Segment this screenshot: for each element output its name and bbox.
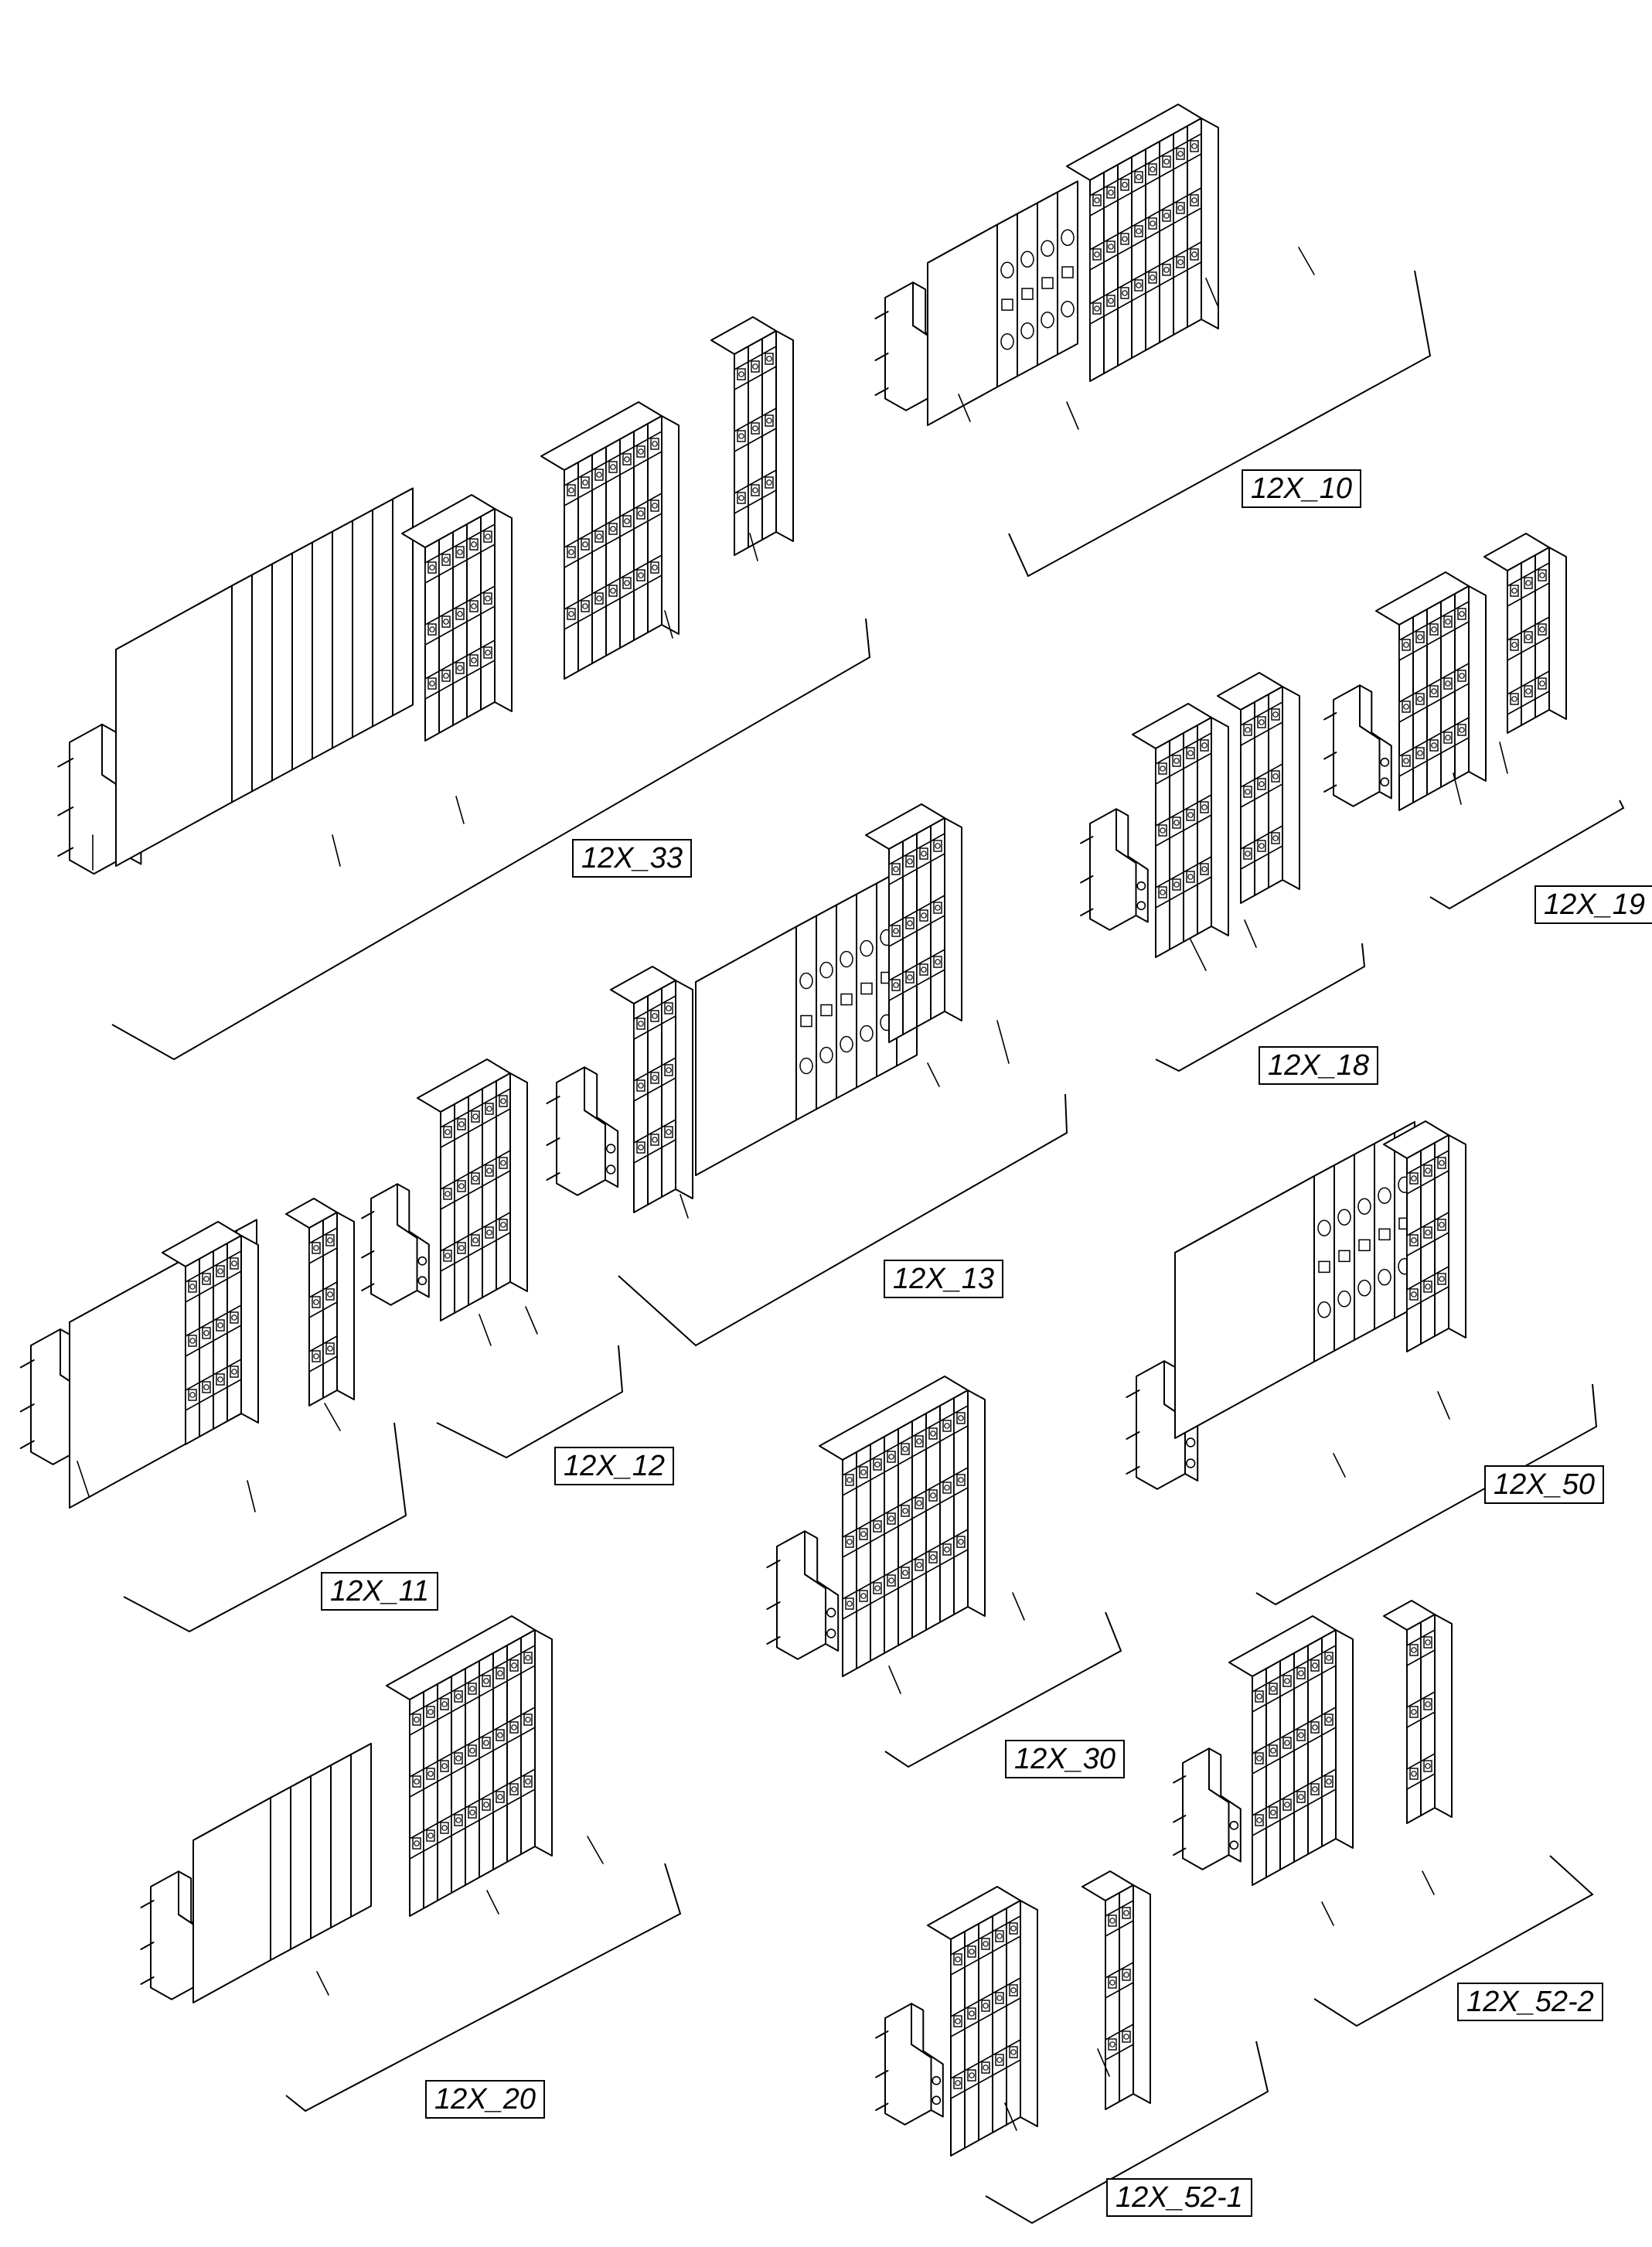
bracket-12x-12 [436, 1345, 624, 1459]
terminal-strip-12x-10-a [1066, 104, 1219, 382]
terminal-strip-12x-52-2-a [1228, 1615, 1354, 1886]
label-12x-33: 12X_33 [572, 839, 693, 878]
terminal-strip-12x-13-b [865, 803, 962, 1043]
part-leaders [77, 247, 1508, 2131]
terminal-strip-12x-19-a [1375, 571, 1487, 811]
bracket-12x-52-1 [985, 2041, 1269, 2225]
module-12x-13 [695, 861, 918, 1176]
terminal-strip-12x-18-b [1217, 672, 1300, 904]
bracket-12x-33 [111, 618, 871, 1061]
end-bracket-12x-19 [1323, 684, 1392, 807]
terminal-strip-12x-33-a [401, 494, 513, 742]
label-12x-30: 12X_30 [1005, 1740, 1126, 1778]
terminal-strip-12x-33-c [710, 316, 794, 556]
bracket-12x-11 [123, 1422, 407, 1633]
terminal-strip-12x-19-b [1483, 533, 1567, 734]
terminal-strip-12x-30-a [819, 1376, 986, 1677]
end-bracket-12x-13 [546, 1066, 619, 1196]
terminal-strip-12x-50-a [1383, 1120, 1466, 1352]
label-12x-18: 12X_18 [1259, 1046, 1379, 1085]
terminal-strip-12x-52-1-a [927, 1886, 1038, 2157]
bracket-12x-20 [285, 1863, 682, 2112]
terminal-strip-12x-18-a [1132, 703, 1229, 958]
terminal-strip-12x-20-a [386, 1615, 553, 1917]
end-bracket-12x-12 [361, 1183, 430, 1306]
module-12x-10 [927, 180, 1078, 426]
label-12x-50: 12X_50 [1484, 1465, 1605, 1504]
terminal-strip-12x-11-b [285, 1198, 355, 1407]
bracket-12x-30 [884, 1611, 1122, 1768]
terminal-strip-12x-11-a [162, 1221, 259, 1445]
label-12x-52-1: 12X_52-1 [1106, 2178, 1252, 2217]
bracket-12x-52-2 [1313, 1855, 1594, 2027]
label-12x-12: 12X_12 [554, 1447, 675, 1485]
end-bracket-12x-18 [1080, 808, 1149, 931]
terminal-strip-12x-52-2-b [1383, 1600, 1453, 1824]
label-12x-10: 12X_10 [1242, 469, 1362, 508]
terminal-strip-12x-52-1-b [1081, 1870, 1151, 2110]
terminal-strip-12x-13-a [610, 966, 693, 1213]
label-12x-19: 12X_19 [1534, 885, 1652, 924]
bracket-12x-19 [1429, 800, 1625, 910]
end-bracket-12x-52-1 [875, 2003, 944, 2126]
terminal-strip-12x-12-a [417, 1059, 528, 1321]
module-12x-20 [192, 1743, 372, 2003]
module-12x-33 [115, 487, 414, 867]
end-bracket-12x-52-2 [1173, 1747, 1242, 1870]
terminal-strip-12x-33-b [540, 401, 680, 680]
label-12x-11: 12X_11 [321, 1572, 439, 1611]
bracket-12x-18 [1155, 943, 1366, 1072]
bracket-12x-10 [1008, 270, 1432, 578]
module-12x-50 [1174, 1121, 1415, 1439]
bracket-12x-50 [1255, 1383, 1598, 1606]
label-12x-20: 12X_20 [425, 2080, 546, 2119]
label-12x-13: 12X_13 [884, 1260, 1004, 1298]
label-12x-52-2: 12X_52-2 [1457, 1983, 1603, 2021]
bracket-12x-13 [618, 1093, 1068, 1347]
end-bracket-12x-30 [766, 1530, 840, 1660]
